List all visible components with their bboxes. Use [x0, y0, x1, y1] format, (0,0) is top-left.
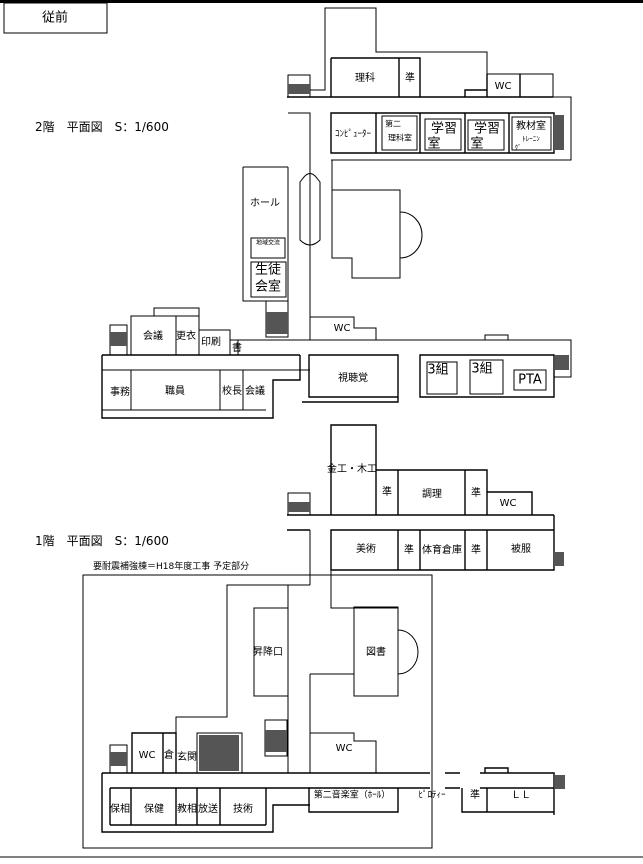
room-study2-b: 室: [470, 136, 483, 152]
header-label: 従前: [42, 10, 68, 26]
floor1-labels: 金工・木工 準 調理 準 WC 美術 準 体育倉庫 準 被服 昇降口 図書 WC…: [110, 462, 531, 815]
room-prep3: 準: [404, 543, 414, 556]
room-av: 視聴覚: [338, 371, 368, 384]
room-science: 理科: [355, 71, 375, 84]
room-wc3: WC: [139, 750, 156, 761]
room-entrance: 玄関: [177, 750, 197, 763]
retrofit-boundary: [82, 574, 433, 849]
room-training-a: ﾄﾚｰﾆﾝ: [522, 135, 540, 143]
floor1-plan: 1階 平面図 S：1/600 要耐震補強棟＝H18年度工事 予定部分: [35, 424, 565, 849]
room-staff: 職員: [165, 385, 185, 397]
room-class3b: 3組: [471, 362, 492, 377]
room-class3a: 3組: [427, 363, 448, 378]
room-library: 図書: [366, 645, 386, 658]
room-printing: 印刷: [201, 336, 221, 348]
room-entrance-hall: 昇降口: [253, 645, 283, 658]
floor1-title: 1階 平面図 S：1/600: [35, 533, 169, 548]
room-wc: WC: [500, 498, 517, 509]
room-pta: PTA: [518, 373, 542, 388]
room-changing: 更衣: [176, 329, 196, 342]
retrofit-note: 要耐震補強棟＝H18年度工事 予定部分: [93, 560, 249, 572]
room-pe-storage: 体育倉庫: [422, 543, 462, 556]
room-meeting2: 会議: [245, 384, 265, 397]
room-metalwood: 金工・木工: [327, 462, 377, 475]
room-prep4: 準: [471, 543, 481, 556]
room-broadcast: 放送: [198, 802, 218, 815]
room-counsel: 保相: [110, 802, 130, 815]
room-student-council-b: 会室: [255, 279, 281, 295]
room-training-b: ｸﾞ: [515, 144, 522, 152]
top-bar: [0, 0, 643, 3]
floor2-labels: 理科 準 WC ｺﾝﾋﾟｭｰﾀｰ 第二 理科室 学習 室 学習 室 教材室 ﾄﾚ…: [110, 71, 546, 398]
room-science2-a: 第二: [385, 119, 401, 129]
room-study1-a: 学習: [431, 121, 457, 137]
room-clothing: 被服: [511, 542, 531, 555]
room-piloti: ﾋﾟﾛﾃｨｰ: [418, 790, 446, 801]
floor2-title: 2階 平面図 S：1/600: [35, 119, 169, 134]
room-wc: WC: [495, 81, 512, 92]
room-computer: ｺﾝﾋﾟｭｰﾀｰ: [335, 129, 372, 140]
room-prep5: 準: [470, 788, 480, 801]
floor2-plan: 2階 平面図 S：1/600: [35, 7, 572, 419]
room-prep: 準: [405, 71, 415, 84]
room-books: 書: [232, 341, 242, 354]
room-teacher-counsel: 教相: [177, 802, 197, 815]
room-hall: ホール: [250, 197, 280, 209]
room-prep2: 準: [471, 486, 481, 499]
room-cooking: 調理: [422, 487, 442, 500]
room-ll: ＬＬ: [511, 790, 531, 801]
room-office: 事務: [110, 385, 130, 398]
room-nurse: 保健: [144, 802, 164, 815]
header-box: [3, 2, 108, 34]
room-wc2: WC: [334, 323, 351, 334]
room-study2-a: 学習: [474, 121, 500, 137]
room-tech: 技術: [233, 802, 253, 815]
room-community: 地域交流: [256, 239, 280, 247]
room-wc2: WC: [336, 743, 353, 754]
room-storage: 倉: [164, 748, 174, 761]
room-prep1: 準: [382, 485, 392, 498]
room-student-council-a: 生徒: [255, 263, 281, 278]
room-meeting: 会議: [143, 329, 163, 342]
room-study1-b: 室: [427, 136, 440, 152]
room-materials: 教材室: [516, 119, 546, 132]
room-principal: 校長: [222, 384, 242, 397]
room-art: 美術: [356, 542, 376, 555]
room-music2: 第二音楽室（ﾎｰﾙ）: [314, 789, 391, 801]
room-science2-b: 理科室: [388, 133, 412, 143]
